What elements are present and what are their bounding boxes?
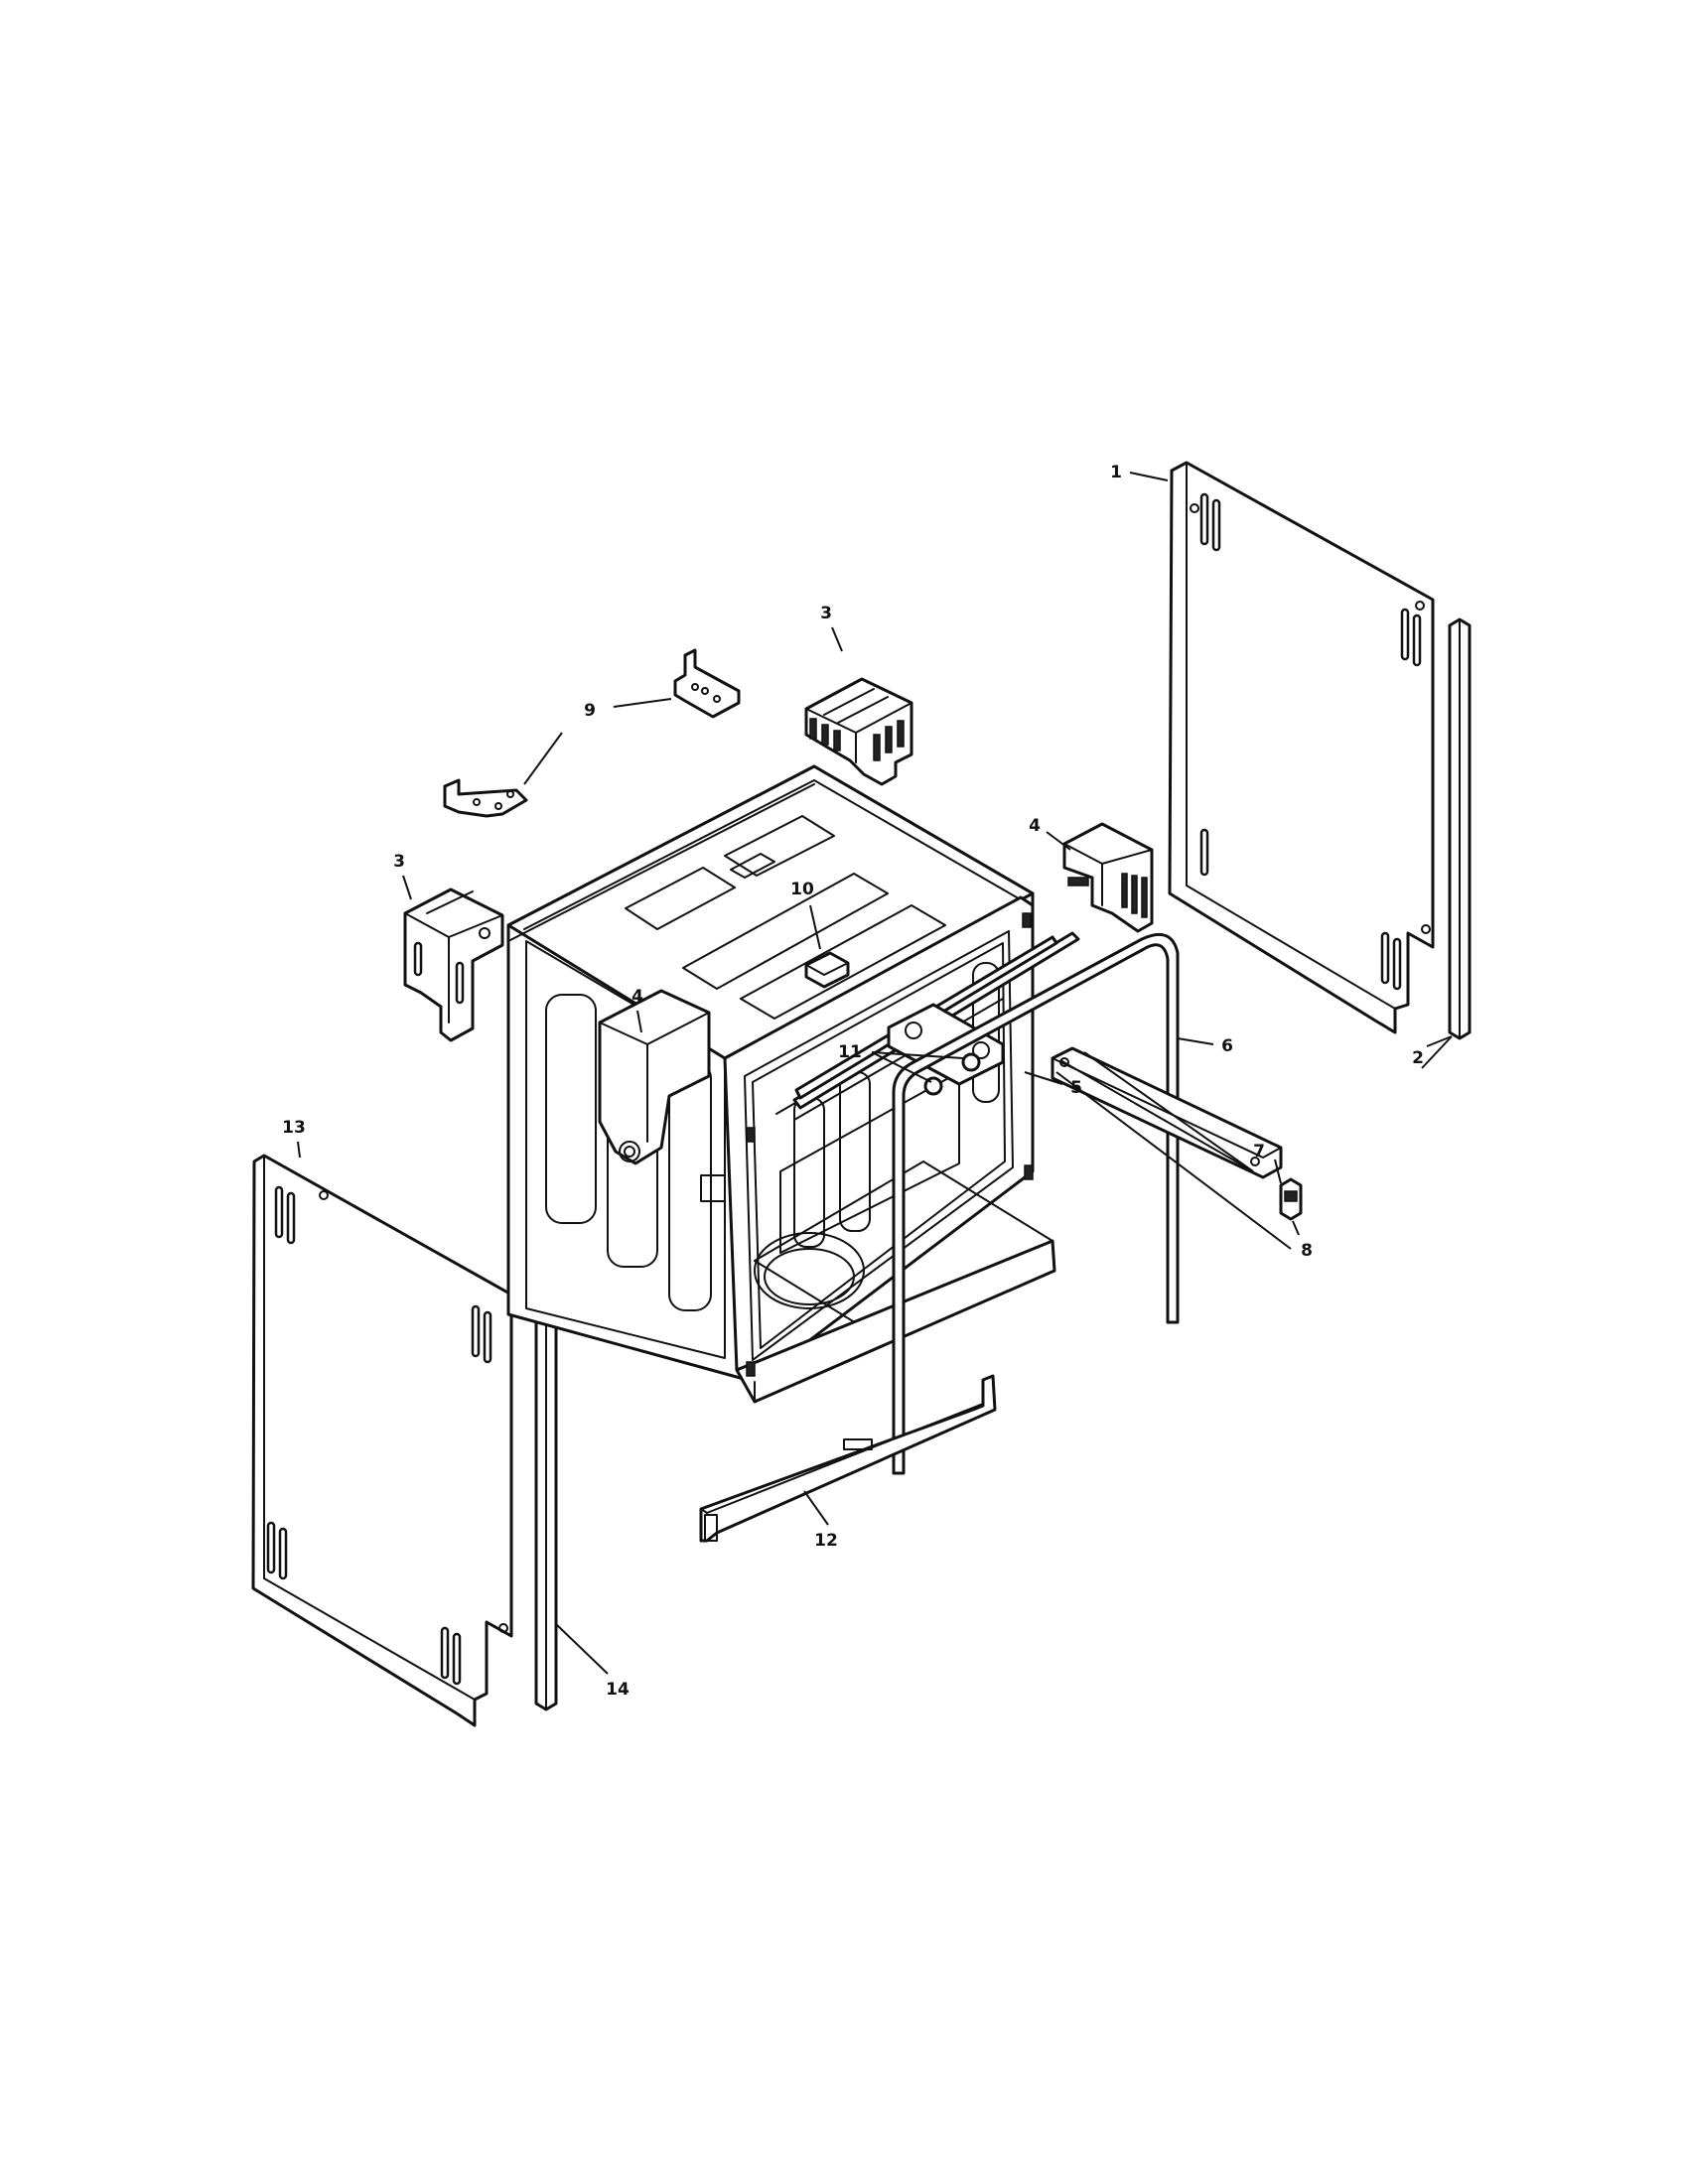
part-8-hinge-bracket xyxy=(1279,1177,1303,1221)
tub-assembly xyxy=(506,764,1056,1404)
callout-12: 12 xyxy=(814,1531,838,1551)
callout-3-left: 3 xyxy=(393,852,405,872)
part-9-upper-mount-bracket xyxy=(673,648,741,719)
part-3-top-bracket xyxy=(804,677,913,786)
callout-11: 11 xyxy=(838,1042,862,1062)
callout-9: 9 xyxy=(584,701,596,721)
part-7-hinge-arm xyxy=(1051,1046,1283,1179)
part-1-right-side-panel xyxy=(1168,461,1435,1034)
callout-4-left: 4 xyxy=(632,987,643,1007)
callout-7: 7 xyxy=(1253,1142,1265,1161)
callout-2: 2 xyxy=(1412,1048,1424,1068)
part-2-right-trim-strip xyxy=(1448,617,1472,1040)
callout-3-top: 3 xyxy=(820,604,832,623)
part-3-left-bracket xyxy=(403,887,504,1042)
leader-lines xyxy=(297,472,1453,1675)
callout-1: 1 xyxy=(1110,463,1122,482)
part-10-top-clip xyxy=(804,951,850,989)
part-4-left-bracket xyxy=(598,989,711,1165)
callout-13: 13 xyxy=(282,1118,306,1138)
callout-labels: 1 2 3 3 4 4 5 6 7 8 9 10 11 12 13 14 xyxy=(282,463,1424,1700)
callout-5: 5 xyxy=(1070,1078,1082,1098)
callout-8: 8 xyxy=(1301,1241,1313,1261)
callout-14: 14 xyxy=(606,1680,630,1700)
part-14-left-trim-strip xyxy=(534,1308,558,1711)
callout-6: 6 xyxy=(1221,1036,1233,1056)
part-9-lower-mount-bracket xyxy=(443,778,528,818)
part-4-right-bracket xyxy=(1062,822,1154,933)
part-12-bottom-rail xyxy=(699,1374,997,1543)
callout-10: 10 xyxy=(790,880,814,899)
part-13-left-side-panel xyxy=(251,1154,513,1727)
callout-4-right: 4 xyxy=(1029,816,1041,836)
